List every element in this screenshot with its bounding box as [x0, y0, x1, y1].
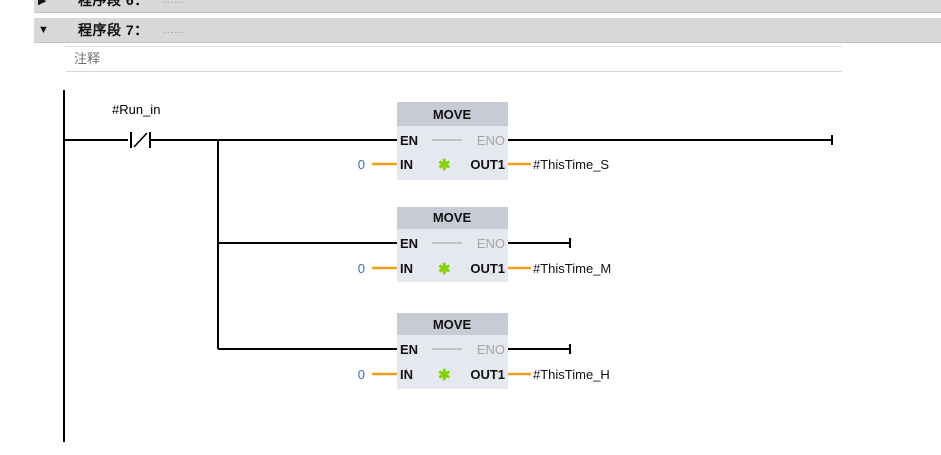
move-box-2[interactable]: MOVE EN ENO IN ✱ OUT1: [397, 207, 508, 282]
star-icon: ✱: [438, 261, 451, 278]
in-pin: IN: [400, 261, 413, 276]
in-pin: IN: [400, 367, 413, 382]
out-operand[interactable]: #ThisTime_H: [533, 367, 610, 382]
box-title: MOVE: [433, 107, 472, 122]
move-box-3[interactable]: MOVE EN ENO IN ✱ OUT1: [397, 313, 508, 389]
network-comment-field[interactable]: 注释: [66, 46, 842, 72]
star-icon: ✱: [438, 157, 451, 174]
network-comment-placeholder: ……: [162, 24, 185, 36]
eno-pin: ENO: [477, 236, 505, 251]
eno-pin: ENO: [477, 342, 505, 357]
out-pin: OUT1: [470, 367, 505, 382]
nc-contact[interactable]: [130, 132, 151, 148]
en-pin: EN: [400, 342, 418, 357]
box-title: MOVE: [433, 317, 472, 332]
eno-pin: ENO: [477, 133, 505, 148]
in-value[interactable]: 0: [358, 261, 365, 276]
in-pin: IN: [400, 157, 413, 172]
move-box-1[interactable]: MOVE EN ENO IN ✱ OUT1: [397, 102, 508, 180]
network-title: 程序段 6：: [78, 0, 149, 8]
out-operand[interactable]: #ThisTime_S: [533, 157, 609, 172]
out-operand[interactable]: #ThisTime_M: [533, 261, 611, 276]
network-header-7[interactable]: ▼ 程序段 7： ……: [34, 18, 941, 43]
left-gutter: [0, 0, 34, 455]
contact-operand[interactable]: #Run_in: [112, 102, 160, 117]
out-pin: OUT1: [470, 157, 505, 172]
collapse-arrow-icon[interactable]: ▼: [38, 24, 49, 36]
network-comment-placeholder: ……: [162, 0, 185, 6]
star-icon: ✱: [438, 367, 451, 384]
in-value[interactable]: 0: [358, 157, 365, 172]
expand-arrow-icon[interactable]: ▶: [38, 0, 47, 7]
en-pin: EN: [400, 133, 418, 148]
en-pin: EN: [400, 236, 418, 251]
in-value[interactable]: 0: [358, 367, 365, 382]
box-title: MOVE: [433, 210, 472, 225]
network-title: 程序段 7：: [78, 22, 149, 38]
out-pin: OUT1: [470, 261, 505, 276]
network-header-6[interactable]: ▶ 程序段 6： ……: [34, 0, 941, 13]
